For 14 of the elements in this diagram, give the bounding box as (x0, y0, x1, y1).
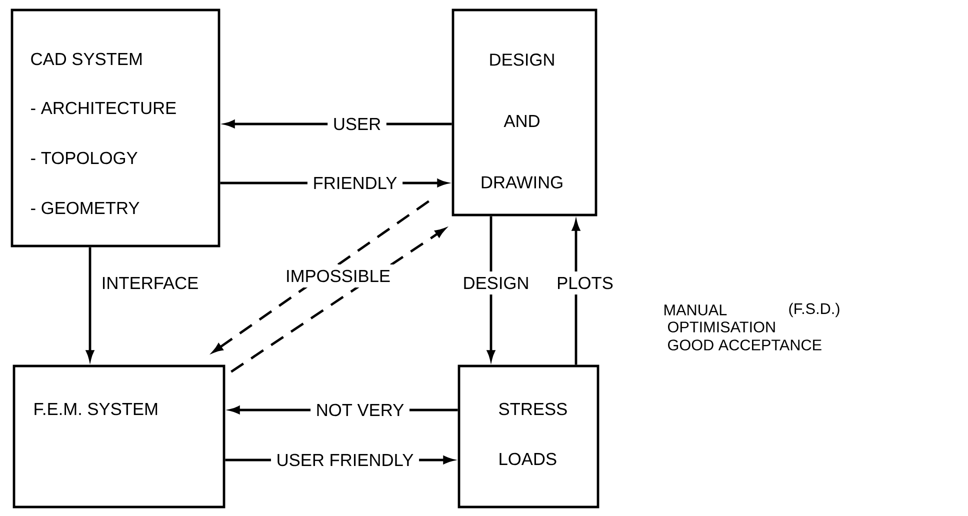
note-text: GOOD ACCEPTANCE (668, 340, 822, 350)
process-box: CAD SYSTEM - ARCHITECTURE - TOPOLOGY - GEOMETRY (10, 8, 220, 248)
edge-label: INTERFACE (96, 272, 204, 294)
process-box: F.E.M. SYSTEM (12, 364, 226, 508)
note-text: OPTIMISATION (668, 322, 775, 332)
note-text: (F.S.D.) (789, 302, 840, 318)
process-box: STRESS LOADS (458, 364, 600, 508)
edge-label: DESIGN (457, 272, 535, 294)
arrow (230, 228, 446, 373)
edge-label: PLOTS (551, 272, 619, 294)
note-text: MANUAL (664, 304, 727, 316)
process-box: DESIGN AND DRAWING (452, 8, 598, 216)
arrow (212, 200, 430, 353)
edge-label: IMPOSSIBLE (280, 264, 396, 288)
